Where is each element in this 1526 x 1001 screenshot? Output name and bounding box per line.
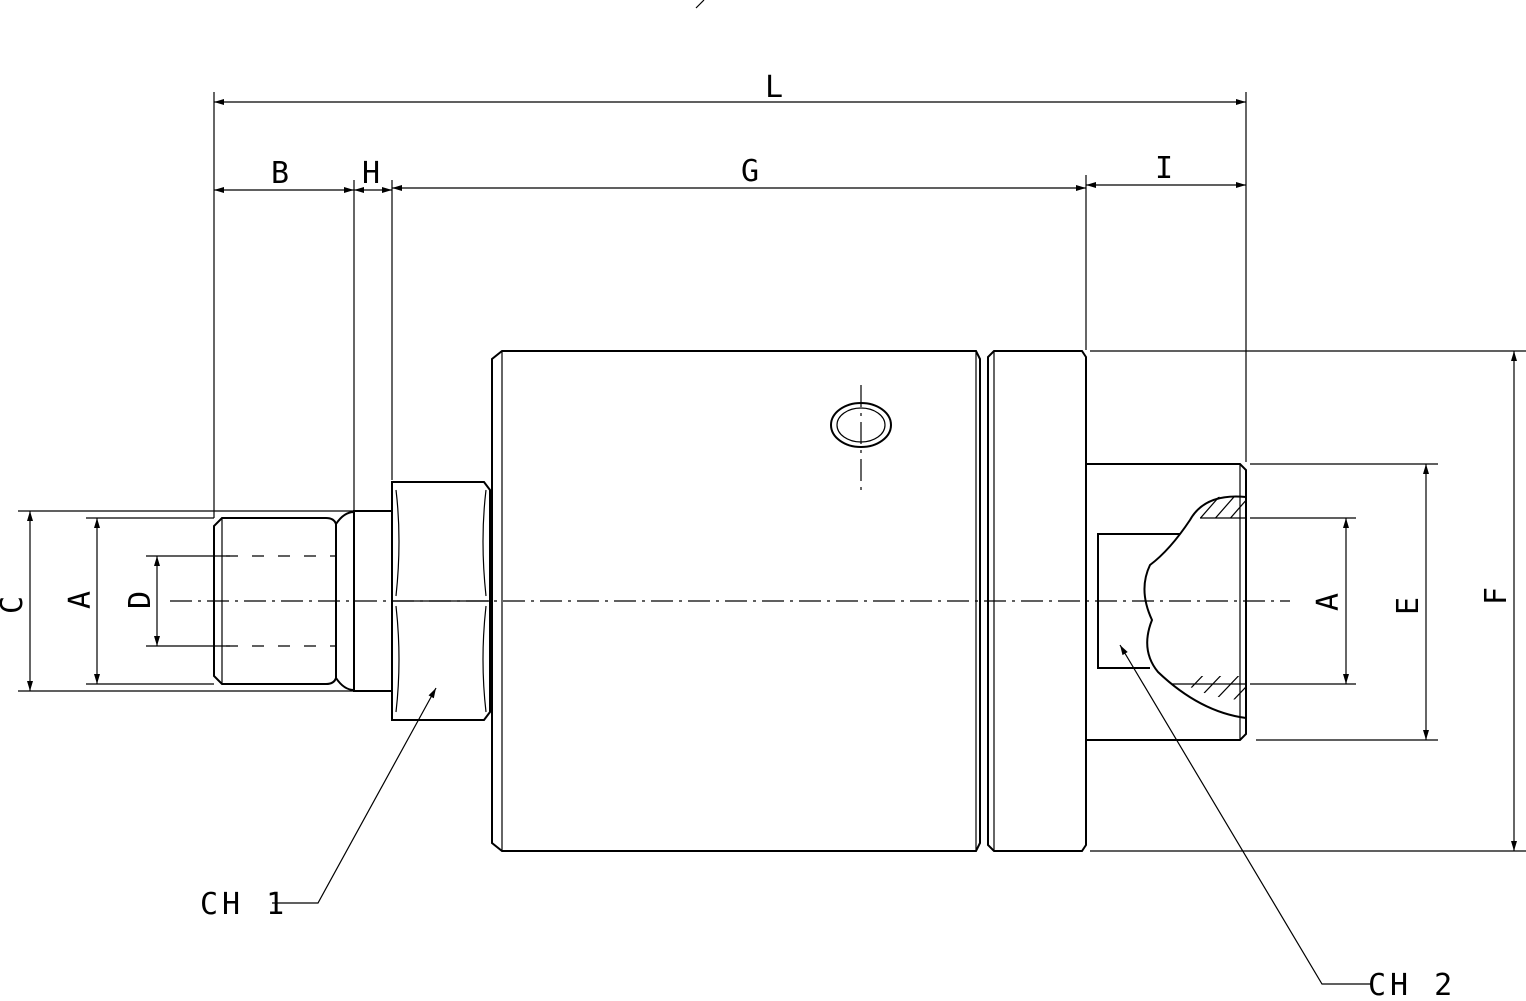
dim-label-H: H	[362, 156, 380, 191]
leader-ch2	[1119, 644, 1372, 985]
callout-ch2: CH 2	[1368, 968, 1456, 996]
dim-label-A-right: A	[1311, 593, 1346, 611]
right-end-ch2	[1086, 463, 1247, 741]
extension-lines	[18, 92, 1526, 852]
dim-label-F: F	[1479, 587, 1514, 605]
dimension-lines	[27, 99, 1517, 851]
dim-label-L: L	[765, 70, 783, 105]
dim-label-D: D	[123, 591, 158, 609]
dim-label-I: I	[1155, 151, 1173, 186]
dim-label-A-left: A	[63, 591, 98, 609]
stray-mark	[695, 0, 705, 9]
dim-label-C: C	[0, 596, 30, 614]
leader-ch1	[272, 687, 437, 904]
dim-label-B: B	[271, 156, 289, 191]
hex-nut-ch1	[391, 481, 491, 721]
dim-label-G: G	[741, 154, 759, 189]
main-body	[491, 350, 1087, 852]
dim-label-E: E	[1391, 597, 1426, 615]
callout-ch1: CH 1	[200, 887, 288, 922]
